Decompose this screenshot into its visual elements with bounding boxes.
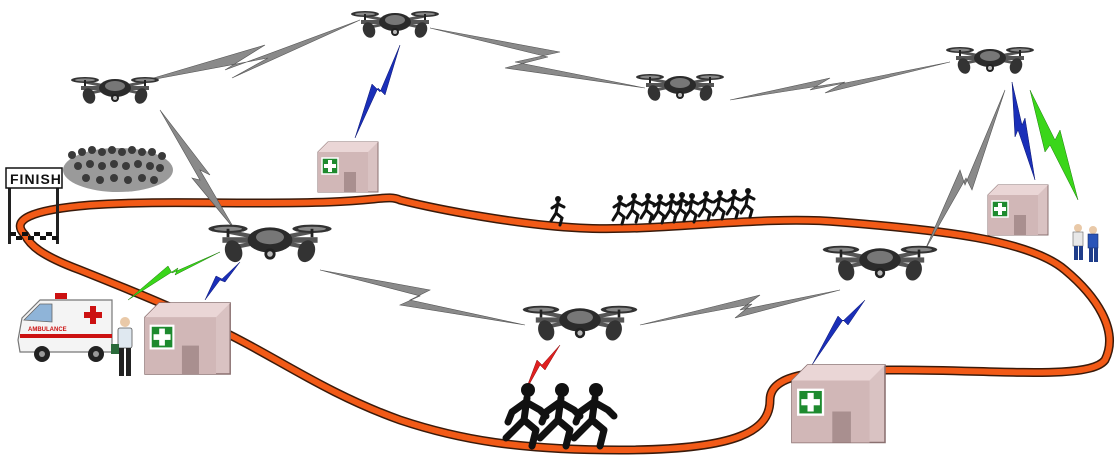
link-drone3-drone4 bbox=[729, 61, 951, 101]
drone-icon bbox=[69, 75, 161, 108]
drone-icon bbox=[208, 225, 331, 265]
runner-silhouette-icon bbox=[739, 186, 756, 219]
paramedic-icon bbox=[111, 317, 133, 376]
runner-silhouette-icon bbox=[549, 194, 566, 227]
link-drone5-drone6 bbox=[319, 269, 526, 326]
drone-icon bbox=[520, 303, 640, 345]
drone-icon bbox=[349, 9, 441, 42]
link-drone5-station-left bbox=[204, 261, 241, 301]
medical-station-icon bbox=[987, 184, 1049, 236]
finish-line: FINISH bbox=[5, 167, 63, 244]
drone-mesh-links bbox=[139, 19, 1006, 326]
link-drone7-station-bottom bbox=[811, 299, 866, 366]
runner-silhouette-icon bbox=[639, 191, 656, 224]
drone-icon bbox=[634, 72, 726, 105]
link-drone2-drone3 bbox=[429, 27, 646, 89]
runner-silhouette-icon bbox=[574, 383, 614, 446]
link-drone1-drone2 bbox=[139, 19, 361, 83]
runner-silhouette-icon bbox=[711, 188, 728, 221]
link-drone7-drone4 bbox=[924, 89, 1006, 251]
link-drone4-paramedics bbox=[1029, 89, 1079, 201]
medical-station-icon bbox=[317, 141, 379, 193]
staff-links bbox=[127, 89, 1079, 301]
link-drone5-ambulance-staff bbox=[127, 251, 221, 301]
link-drone4-station-right bbox=[1011, 81, 1036, 181]
runner-silhouette-icon bbox=[611, 193, 628, 226]
drone-icon bbox=[944, 45, 1036, 78]
finish-banner-text: FINISH bbox=[10, 171, 62, 187]
ambulance-label: AMBULANCE bbox=[28, 327, 67, 333]
drone-station-links bbox=[204, 44, 1036, 366]
link-drone6-drone7 bbox=[639, 289, 841, 326]
ambulance-icon: AMBULANCE bbox=[17, 293, 113, 362]
runner-silhouette-icon bbox=[725, 187, 742, 220]
medical-station-icon bbox=[790, 363, 887, 444]
lead-runners bbox=[506, 383, 614, 446]
paramedic-team-icon bbox=[1072, 224, 1099, 262]
runner-silhouette-icon bbox=[697, 189, 714, 222]
runner-silhouette-icon bbox=[625, 191, 642, 224]
link-drone2-station-top bbox=[354, 44, 401, 139]
spectator-crowd-icon bbox=[63, 146, 173, 192]
medical-station-icon bbox=[143, 301, 232, 376]
runner-silhouette-icon bbox=[683, 191, 700, 224]
drone-icon bbox=[820, 243, 940, 285]
